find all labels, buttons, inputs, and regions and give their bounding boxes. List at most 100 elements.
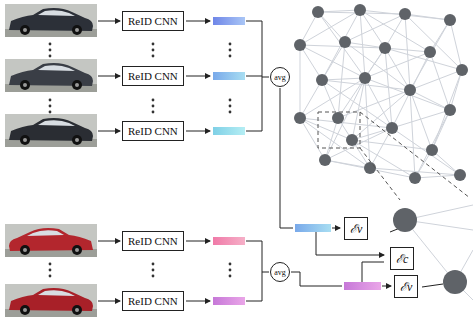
node-label: avg xyxy=(274,73,286,82)
car-wheel xyxy=(72,80,82,90)
graph-edge xyxy=(338,90,410,118)
graph-edge xyxy=(392,110,450,128)
graph-vertex xyxy=(319,154,331,166)
graph-edge xyxy=(318,12,365,78)
encoder-box: ℰv xyxy=(344,217,368,240)
graph-vertex xyxy=(399,8,411,20)
graph-illustration xyxy=(294,4,468,184)
photo-ground xyxy=(5,59,97,92)
graph-vertex xyxy=(379,42,391,54)
zoomed-nodes xyxy=(390,205,473,300)
graph-vertex xyxy=(354,4,366,16)
node-label: avg xyxy=(274,268,286,277)
encoder-box: ℰv xyxy=(394,275,418,298)
graph-edge xyxy=(365,78,370,168)
car-hub xyxy=(23,83,27,87)
graph-vertex xyxy=(316,74,328,86)
graph-edge xyxy=(415,110,450,178)
graph-edge xyxy=(365,78,450,110)
car-hub xyxy=(23,138,27,142)
car-images xyxy=(5,4,97,317)
car-hub xyxy=(23,308,27,312)
cnn-box: ReID CNN xyxy=(122,66,184,86)
node-label: ReID CNN xyxy=(128,70,178,82)
car-window xyxy=(38,120,75,126)
car-hub xyxy=(75,138,79,142)
graph-edge xyxy=(410,70,462,90)
cnn-box: ReID CNN xyxy=(122,11,184,31)
car-window xyxy=(38,65,75,71)
photo-ground xyxy=(5,114,97,147)
car-wheel xyxy=(20,25,30,35)
graph-edge xyxy=(432,70,462,150)
graph-vertex xyxy=(346,134,358,146)
cnn-box: ReID CNN xyxy=(122,231,184,251)
car-hub xyxy=(75,28,79,32)
graph-edge xyxy=(325,118,338,160)
graph-edge xyxy=(392,128,460,175)
graph-edge xyxy=(322,80,392,128)
car-hub xyxy=(23,28,27,32)
photo-ground xyxy=(5,224,97,257)
node-label: ℰv xyxy=(400,278,412,295)
graph-edge xyxy=(300,45,301,118)
graph-edge xyxy=(345,42,385,48)
car-wheel xyxy=(72,245,82,255)
car-wheel xyxy=(72,305,82,315)
node-label: ReID CNN xyxy=(128,15,178,27)
graph-vertex xyxy=(404,84,416,96)
graph-edge xyxy=(322,78,365,80)
encoder-box: ℰc xyxy=(390,247,414,270)
graph-edge xyxy=(325,128,392,160)
car-wheel xyxy=(20,305,30,315)
car-window xyxy=(27,230,64,236)
graph-vertex xyxy=(364,162,376,174)
node-label: ReID CNN xyxy=(128,125,178,137)
graph-vertex xyxy=(332,112,344,124)
graph-vertex xyxy=(294,39,306,51)
graph-vertex xyxy=(426,144,438,156)
graph-vertex xyxy=(456,64,468,76)
graph-edge xyxy=(410,90,415,178)
graph-edge xyxy=(405,14,450,20)
photo-ground xyxy=(5,284,97,317)
graph-vertex xyxy=(359,72,371,84)
feature-vectors xyxy=(213,17,381,305)
graph-edge xyxy=(345,14,405,42)
avg-circle: avg xyxy=(270,262,290,282)
graph-vertex xyxy=(294,112,306,124)
cnn-box: ReID CNN xyxy=(122,121,184,141)
car-window xyxy=(38,290,75,296)
car-hub xyxy=(75,248,79,252)
zoom-callout xyxy=(318,112,470,200)
graph-vertex xyxy=(444,14,456,26)
graph-vertex xyxy=(409,172,421,184)
graph-edge xyxy=(352,140,415,178)
graph-edge xyxy=(322,10,360,80)
photo-ground xyxy=(5,4,97,37)
graph-vertex xyxy=(454,169,466,181)
car-image xyxy=(5,4,97,37)
car-image xyxy=(5,284,97,317)
car-wheel xyxy=(20,135,30,145)
node-label: ReID CNN xyxy=(128,295,178,307)
node-label: ℰv xyxy=(350,220,362,237)
graph-edge xyxy=(405,14,410,90)
graph-vertex xyxy=(339,36,351,48)
graph-vertex xyxy=(444,104,456,116)
car-image xyxy=(5,59,97,92)
graph-edge xyxy=(300,118,325,160)
graph-edge xyxy=(325,160,415,178)
car-window xyxy=(38,10,75,16)
avg-circle: avg xyxy=(270,67,290,87)
graph-edge xyxy=(450,20,462,70)
graph-edge xyxy=(338,42,345,118)
car-image xyxy=(5,114,97,147)
wires xyxy=(98,21,391,301)
car-wheel xyxy=(20,245,30,255)
car-hub xyxy=(75,83,79,87)
node-label: ReID CNN xyxy=(128,235,178,247)
graph-vertex xyxy=(424,46,436,58)
car-wheel xyxy=(72,135,82,145)
